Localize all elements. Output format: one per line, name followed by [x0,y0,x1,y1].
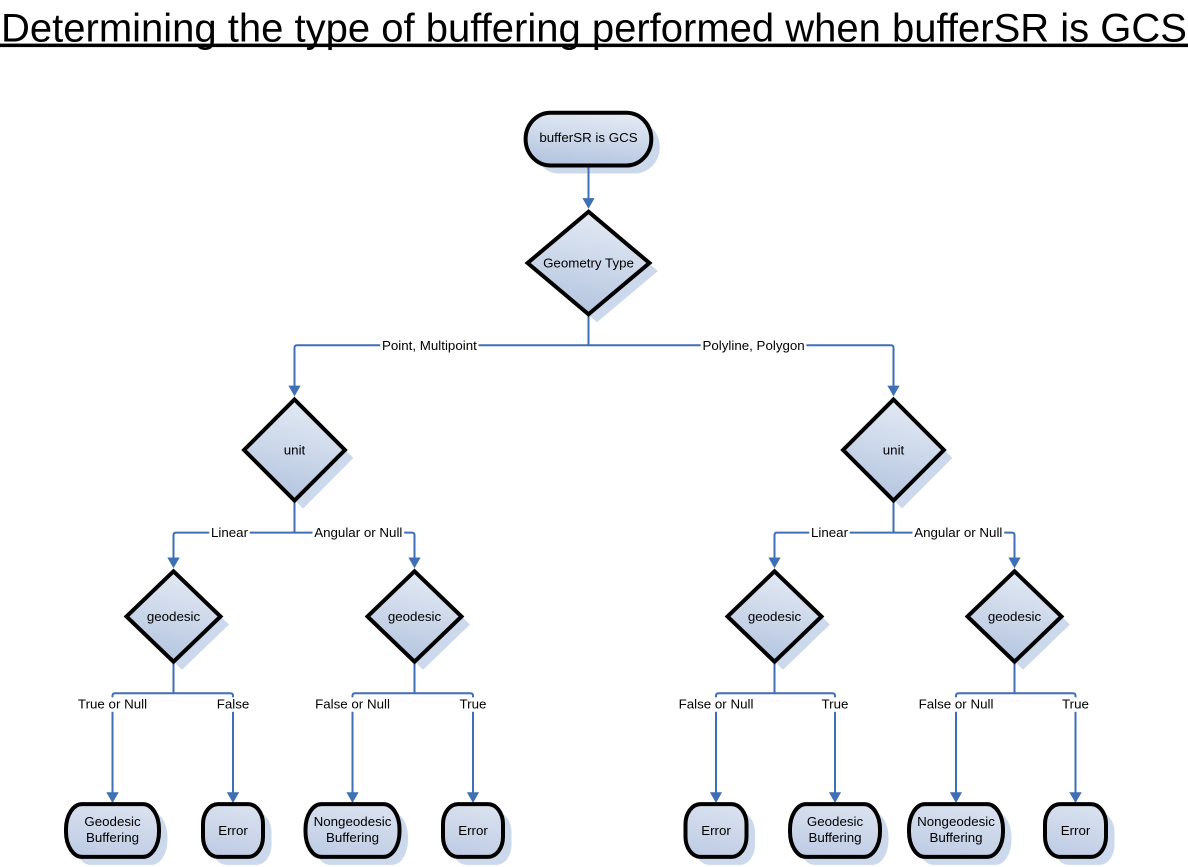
svg-text:Geodesic: Geodesic [807,814,864,829]
svg-text:geodesic: geodesic [988,609,1042,624]
svg-text:Linear: Linear [811,525,849,540]
svg-text:Error: Error [458,823,488,838]
svg-text:Geodesic: Geodesic [84,814,141,829]
svg-text:Angular or Null: Angular or Null [914,525,1002,540]
svg-text:False or Null: False or Null [679,696,754,711]
svg-text:Angular or Null: Angular or Null [314,525,402,540]
svg-text:geodesic: geodesic [748,609,802,624]
svg-text:Nongeodesic: Nongeodesic [917,814,995,829]
svg-text:Buffering: Buffering [808,830,861,845]
svg-text:True: True [1062,696,1089,711]
svg-text:True: True [460,696,487,711]
svg-text:geodesic: geodesic [147,609,201,624]
svg-text:unit: unit [883,443,905,458]
svg-text:Error: Error [701,823,731,838]
svg-text:Buffering: Buffering [86,830,139,845]
svg-text:Linear: Linear [211,525,249,540]
svg-text:geodesic: geodesic [388,609,442,624]
svg-text:False or Null: False or Null [315,696,390,711]
svg-text:Polyline, Polygon: Polyline, Polygon [702,338,804,353]
svg-text:Error: Error [1061,823,1091,838]
svg-text:Buffering: Buffering [929,830,982,845]
svg-text:Error: Error [218,823,248,838]
svg-text:False or Null: False or Null [919,696,994,711]
svg-text:Point, Multipoint: Point, Multipoint [382,338,477,353]
svg-text:unit: unit [284,443,306,458]
svg-text:bufferSR is GCS: bufferSR is GCS [539,130,637,145]
svg-text:True: True [822,696,849,711]
svg-text:Determining the type of buffer: Determining the type of buffering perfor… [1,7,1187,51]
svg-text:False: False [217,696,250,711]
svg-text:Geometry Type: Geometry Type [543,256,634,271]
svg-text:Buffering: Buffering [326,830,379,845]
svg-text:True or Null: True or Null [78,696,147,711]
svg-text:Nongeodesic: Nongeodesic [314,814,392,829]
